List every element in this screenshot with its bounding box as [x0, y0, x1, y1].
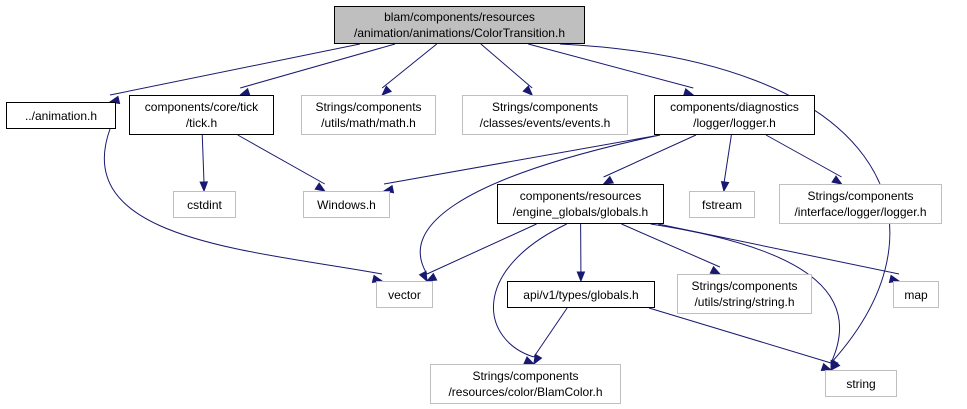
node-label-line: Strings/components: [807, 189, 914, 203]
edge-tick-cstdint: [201, 134, 205, 185]
node-vector: vector: [376, 281, 433, 308]
edge-root-string: [559, 43, 891, 364]
arrowhead: [831, 175, 843, 185]
edge-root-logger: [528, 43, 694, 89]
node-label-line: Strings/components: [472, 369, 579, 383]
edge-globals-string: [650, 223, 840, 364]
node-label-line: Windows.h: [317, 197, 376, 212]
edge-animation-vector: [103, 128, 383, 275]
edge-globals-vector: [426, 223, 537, 275]
node-label-line: /utils/math/math.h: [321, 116, 416, 130]
node-label-line: /logger/logger.h: [693, 116, 776, 130]
node-label-line: /tick.h: [185, 116, 218, 130]
node-label-line: components/core/tick: [144, 100, 259, 114]
node-label-line: components/resources: [519, 189, 642, 203]
node-label-line: Strings/components: [315, 100, 422, 114]
node-windows-h: Windows.h: [303, 191, 390, 218]
node-label-line: /animation/animations/ColorTransition.h: [354, 26, 565, 40]
node-events-h: Strings/components /classes/events/event…: [462, 95, 628, 135]
node-math-h: Strings/components /utils/math/math.h: [301, 95, 436, 135]
node-engine-globals-h[interactable]: components/resources /engine_globals/glo…: [497, 184, 664, 224]
node-label-line: api/v1/types/globals.h: [523, 287, 639, 302]
arrowhead: [720, 181, 730, 193]
node-label-line: vector: [388, 287, 421, 302]
node-label-line: blam/components/resources: [384, 10, 535, 24]
arrowhead: [576, 271, 586, 283]
node-map: map: [893, 281, 939, 308]
edge-root-animation: [109, 43, 360, 96]
node-string: string: [825, 370, 897, 397]
node-label-line: cstdint: [187, 197, 222, 212]
edge-logger-fstream: [723, 134, 732, 185]
node-label-line: ../animation.h: [24, 108, 98, 123]
arrowhead: [830, 359, 839, 372]
arrowhead: [533, 353, 543, 366]
edge-logger-globals: [603, 134, 697, 178]
node-colortransition-h: blam/components/resources /animation/ani…: [334, 6, 585, 44]
arrowhead: [425, 272, 438, 282]
arrowhead: [418, 270, 428, 283]
node-label-line: /resources/color/BlamColor.h: [448, 385, 603, 399]
arrowhead: [199, 181, 209, 193]
node-label-line: /engine_globals/globals.h: [512, 205, 649, 219]
node-tick-h[interactable]: components/core/tick /tick.h: [129, 95, 274, 135]
edge-tick-windows: [237, 134, 325, 185]
node-label-line: string: [846, 376, 876, 391]
edge-root-tick: [240, 43, 396, 89]
node-animation-h[interactable]: ../animation.h: [6, 102, 116, 129]
arrowhead: [602, 175, 615, 185]
arrowhead: [523, 356, 535, 365]
node-interface-logger-h: Strings/components /interface/logger/log…: [779, 184, 942, 224]
node-api-globals-h[interactable]: api/v1/types/globals.h: [507, 281, 655, 308]
node-blamcolor-h: Strings/components /resources/color/Blam…: [430, 364, 621, 404]
node-string-h: Strings/components /utils/string/string.…: [677, 274, 812, 314]
arrowhead: [314, 182, 326, 192]
node-label-line: components/diagnostics: [670, 100, 799, 114]
edge-globals-stringh: [621, 223, 721, 268]
edge-logger-windows: [383, 134, 661, 185]
arrowhead: [522, 85, 534, 96]
edge-globals-blamcolor: [493, 223, 567, 358]
node-label-line: Strings/components: [691, 279, 798, 293]
node-label-line: /interface/logger/logger.h: [794, 205, 927, 219]
edge-apiglobals-string: [648, 307, 832, 364]
arrowhead: [709, 265, 722, 275]
edge-root-events: [480, 43, 533, 89]
node-label-line: map: [904, 287, 928, 302]
arrowhead: [381, 85, 393, 96]
node-label-line: /utils/string/string.h: [694, 295, 795, 309]
edge-logger-vector: [419, 134, 661, 275]
node-label-line: /classes/events/events.h: [479, 116, 611, 130]
node-fstream: fstream: [689, 191, 755, 218]
edge-logger-ilogger: [765, 134, 842, 178]
node-label-line: Strings/components: [491, 100, 599, 114]
node-logger-h[interactable]: components/diagnostics /logger/logger.h: [654, 95, 815, 135]
node-cstdint: cstdint: [173, 191, 236, 218]
edge-apiglobals-blamcolor: [533, 307, 568, 358]
edge-root-math: [381, 43, 438, 89]
node-label-line: fstream: [701, 197, 742, 212]
